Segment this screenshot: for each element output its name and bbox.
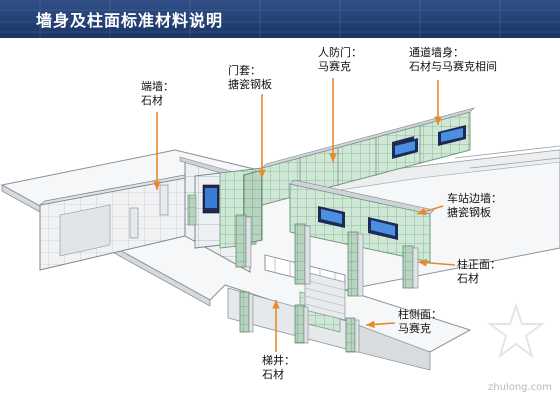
column-8: [129, 184, 197, 239]
leader-arrows: [153, 78, 456, 352]
label-end-wall: 端墙： 石材: [141, 80, 174, 108]
station-side-wall-top: [289, 179, 435, 215]
label-column-side-material: 马赛克: [398, 322, 431, 335]
label-civil-defense-door-name: 人防门：: [318, 46, 362, 59]
label-end-wall-material: 石材: [141, 94, 163, 107]
label-door-frame-name: 门套：: [228, 64, 261, 77]
passage-wall-joints: [299, 126, 421, 196]
title-bar-pattern: [0, 0, 560, 38]
column-4: [402, 245, 419, 289]
label-station-side-wall-name: 车站边墙：: [447, 192, 502, 205]
column-6: [294, 304, 309, 344]
arrow-column-side: [365, 320, 396, 329]
label-end-wall-name: 端墙：: [141, 80, 174, 93]
arrow-station-side-wall: [416, 205, 444, 216]
page-title: 墙身及柱面标准材料说明: [36, 11, 224, 30]
label-column-side-name: 柱侧面：: [398, 308, 442, 321]
end-wall-recess: [59, 204, 111, 257]
columns: [129, 184, 419, 353]
label-station-side-wall: 车站边墙： 搪瓷钢板: [447, 192, 502, 220]
ad-panels-passage: [392, 125, 466, 159]
watermark-logo-icon: [487, 302, 545, 359]
column-1: [235, 214, 252, 268]
column-2: [294, 223, 311, 285]
label-column-side: 柱侧面： 马赛克: [398, 308, 442, 336]
watermark-text: zhulong.com: [488, 382, 553, 393]
passage-wall-top: [260, 107, 476, 169]
label-stair-well-material: 石材: [262, 368, 284, 381]
label-stair-well: 梯井： 石材: [262, 354, 295, 382]
label-civil-defense-door-material: 马赛克: [318, 60, 351, 73]
label-civil-defense-door: 人防门： 马赛克: [318, 46, 362, 74]
track-lines: [454, 145, 560, 169]
label-column-front: 柱正面： 石材: [457, 258, 501, 286]
stair-steps: [304, 271, 346, 321]
column-5: [239, 291, 254, 333]
label-station-side-wall-material: 搪瓷钢板: [447, 206, 491, 219]
label-passage-wall-material: 石材与马赛克相间: [409, 60, 497, 73]
column-7: [345, 317, 360, 353]
title-bar: 墙身及柱面标准材料说明: [0, 0, 560, 38]
label-passage-wall: 通道墙身： 石材与马赛克相间: [409, 46, 497, 74]
ad-panels-station: [318, 206, 398, 240]
label-column-front-material: 石材: [457, 272, 479, 285]
label-stair-well-name: 梯井：: [262, 354, 295, 367]
column-3: [347, 231, 364, 297]
label-door-frame: 门套： 搪瓷钢板: [228, 64, 272, 92]
label-passage-wall-name: 通道墙身：: [409, 46, 464, 59]
stair-step-lines: [304, 279, 346, 315]
label-column-front-name: 柱正面：: [457, 258, 501, 271]
label-door-frame-material: 搪瓷钢板: [228, 78, 272, 91]
arrow-column-front: [417, 258, 456, 267]
station-3d-diagram: [0, 78, 560, 371]
ad-panel-left-screen: [205, 188, 217, 208]
